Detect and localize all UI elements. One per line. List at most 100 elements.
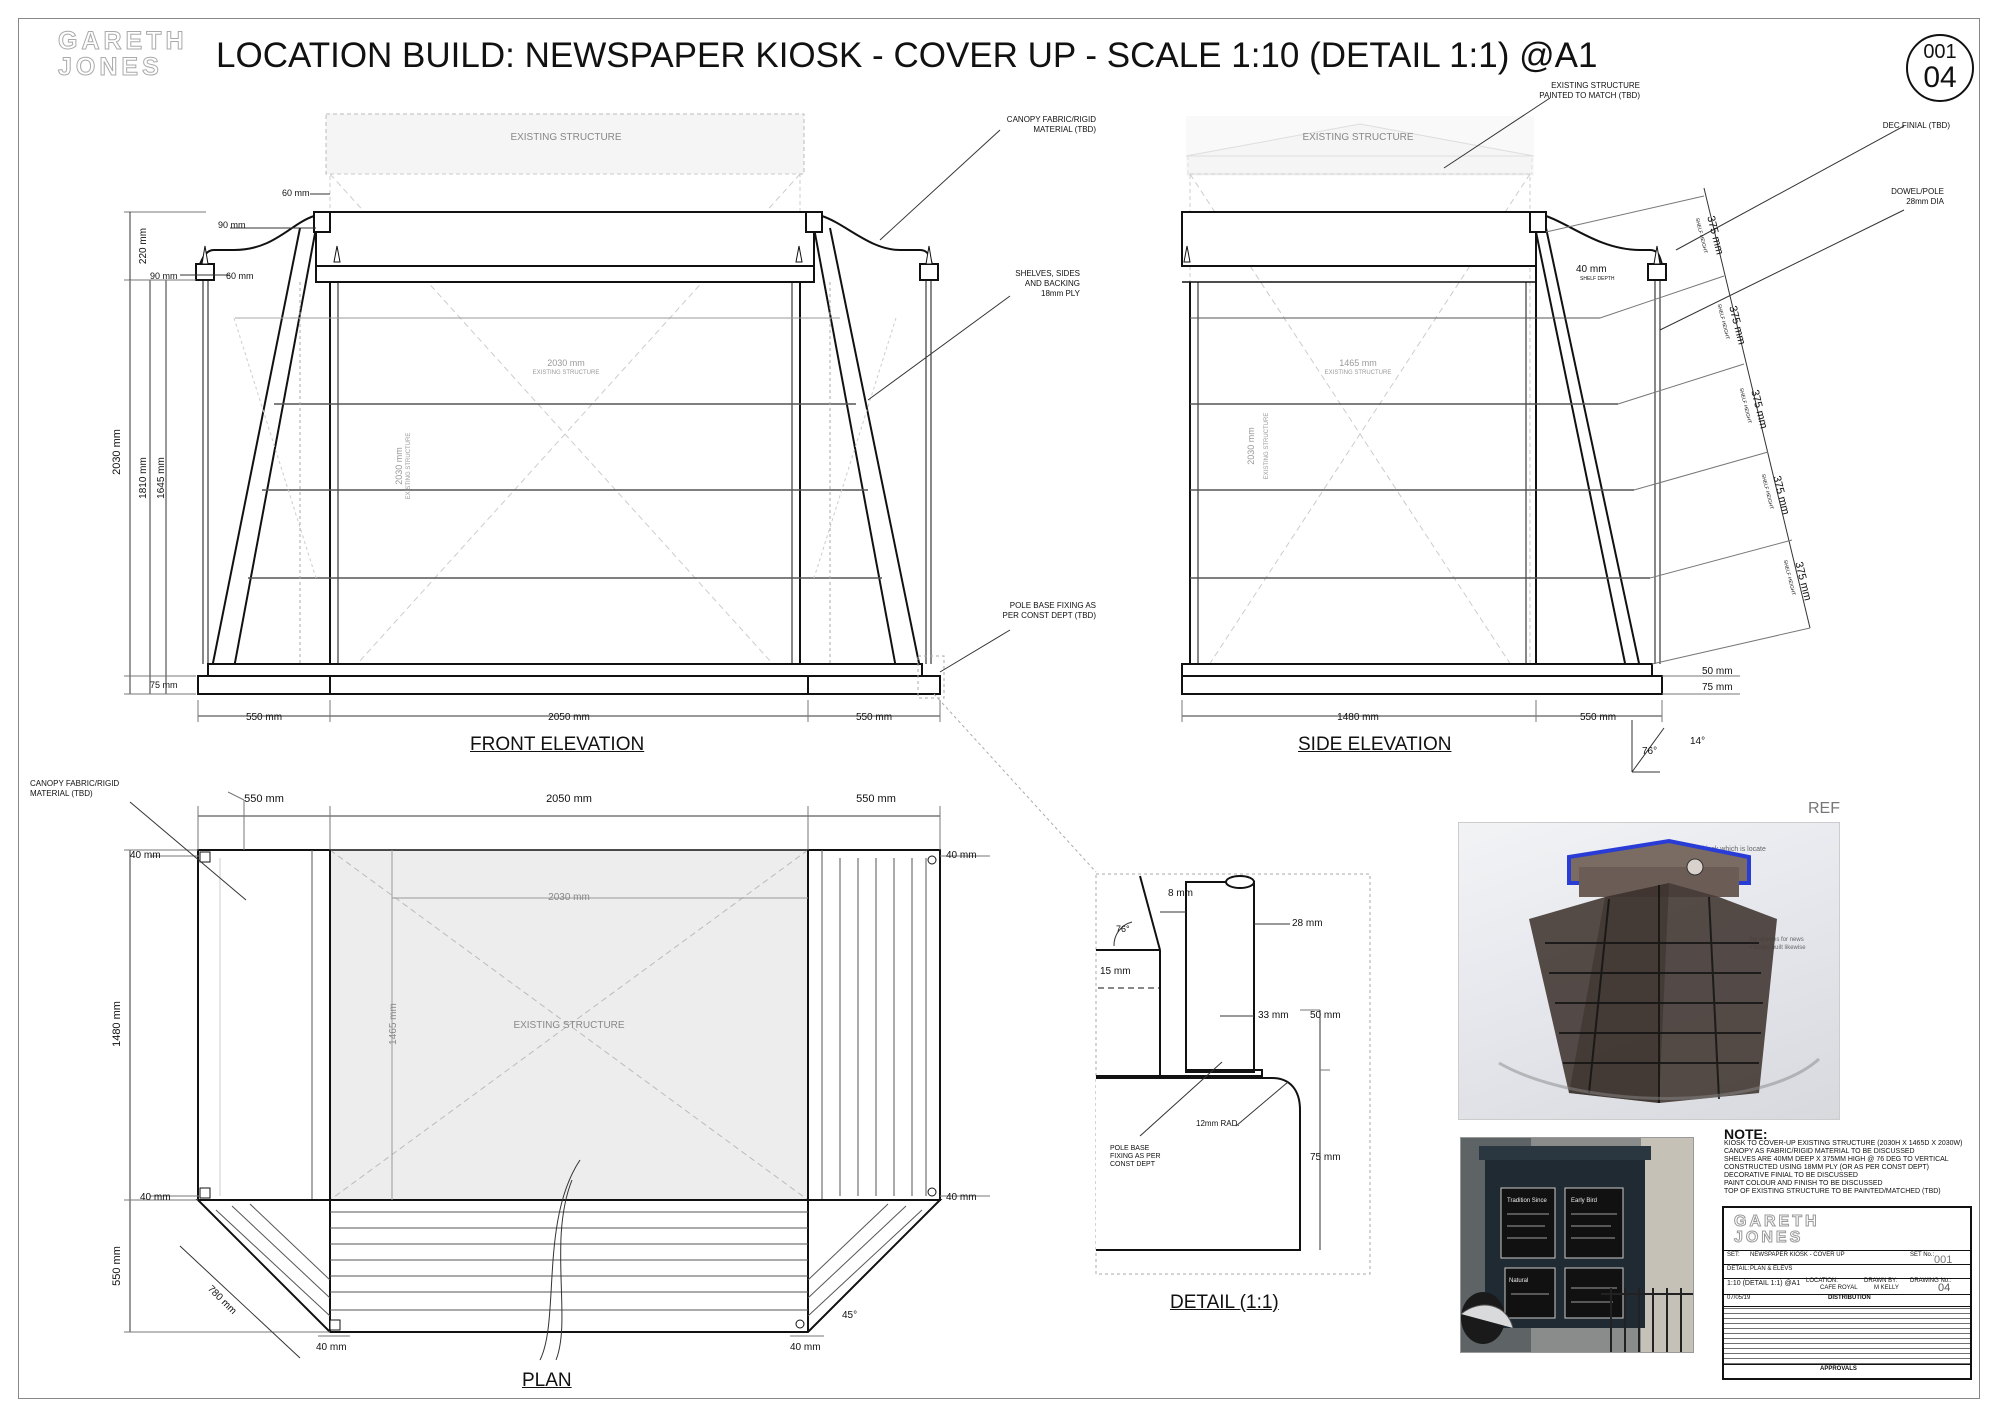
tb-set-value: NEWSPAPER KIOSK - COVER UP — [1750, 1252, 1845, 1258]
callout-pole-line1: POLE BASE FIXING AS — [1010, 601, 1096, 610]
title-block-header: GARETH JONES — [1724, 1208, 1970, 1251]
title-block-approvals-row: APPROVALS — [1724, 1364, 1970, 1377]
plan-canopy-line1: CANOPY FABRIC/RIGID — [30, 779, 119, 788]
title-block-detail-row: DETAIL: PLAN & ELEVS 001 — [1724, 1254, 1970, 1279]
detail-pole-line2: FIXING AS PER — [1110, 1153, 1161, 1160]
tb-set-no-label: SET No.: — [1910, 1252, 1935, 1258]
plan-corner-40-b: 40 mm — [140, 1192, 171, 1203]
note-line: SHELVES ARE 40MM DEEP X 375MM HIGH @ 76 … — [1724, 1156, 1949, 1163]
plan-corner-40-a: 40 mm — [130, 850, 161, 861]
sign-tradition: Tradition Since — [1507, 1198, 1547, 1204]
tb-location-value: CAFE ROYAL — [1820, 1285, 1858, 1291]
title-block-set-row: SET: NEWSPAPER KIOSK - COVER UP SET No.: — [1724, 1250, 1970, 1265]
dim-90mm-b: 90 mm — [150, 271, 178, 281]
detail-radius: 12mm RAD. — [1196, 1119, 1240, 1128]
detail-dim-8: 8 mm — [1168, 888, 1193, 899]
front-center-sub: EXISTING STRUCTURE — [533, 370, 600, 376]
plan-label: PLAN — [522, 1370, 572, 1391]
side-existing-label: EXISTING STRUCTURE — [1302, 132, 1413, 143]
plan-corner-40-d: 40 mm — [946, 1192, 977, 1203]
dim-60mm: 60 mm — [282, 188, 310, 198]
shelf-dim-2: 375 mm — [1726, 305, 1747, 346]
tb-drawing-no-label: DRAWING No.: — [1910, 1278, 1952, 1284]
detail-pole-line3: CONST DEPT — [1110, 1161, 1156, 1168]
tb-date: 07/05/19 — [1727, 1295, 1751, 1301]
side-center-dim: 1465 mm — [1339, 358, 1377, 368]
shelf-depth-sub: SHELF DEPTH — [1580, 276, 1615, 282]
sheet-drawing-number: 04 — [1923, 61, 1957, 94]
detail-label: DETAIL (1:1) — [1170, 1292, 1279, 1313]
tb-detail-label: DETAIL: — [1727, 1266, 1750, 1272]
callout-shelves-line1: SHELVES, SIDES — [1015, 269, 1080, 278]
dim-75mm-side: 75 mm — [1702, 682, 1733, 693]
plan-inner-2030: 2030 mm — [548, 892, 590, 903]
plan-canopy-line2: MATERIAL (TBD) — [30, 789, 93, 798]
callout-pole-line2: PER CONST DEPT (TBD) — [1003, 611, 1097, 620]
angle-76: 76° — [1642, 746, 1657, 757]
reference-sketch-photo: the top - part of kiosk which is locate … — [1458, 822, 1840, 1120]
front-existing-label: EXISTING STRUCTURE — [510, 132, 621, 143]
dim-50mm: 50 mm — [1702, 666, 1733, 677]
dim-550mm-side: 550 mm — [1580, 712, 1616, 723]
detail-dim-28: 28 mm — [1292, 918, 1323, 929]
detail-view — [1095, 873, 1371, 1275]
detail-dim-75: 75 mm — [1310, 1152, 1341, 1163]
tb-drawing-no: 04 — [1938, 1282, 1951, 1294]
shelf-depth-dim: 40 mm — [1576, 264, 1607, 275]
side-vert-sub: EXISTING STRUCTURE — [1264, 413, 1270, 480]
detail-dim-50: 50 mm — [1310, 1010, 1341, 1021]
plan-dim-550-vert: 550 mm — [111, 1246, 123, 1286]
callout-dowel-line2: 28mm DIA — [1906, 197, 1944, 206]
note-line: KIOSK TO COVER-UP EXISTING STRUCTURE (20… — [1724, 1140, 1963, 1147]
front-vert-sub: EXISTING STRUCTURE — [406, 433, 412, 500]
plan-dim-2050: 2050 mm — [546, 793, 592, 805]
drawing-title: LOCATION BUILD: NEWSPAPER KIOSK - COVER … — [216, 36, 1598, 75]
plan-view — [124, 791, 990, 1361]
plan-dim-550-left: 550 mm — [244, 793, 284, 805]
plan-dim-780: 780 mm — [205, 1284, 238, 1317]
note-line: CANOPY AS FABRIC/RIGID MATERIAL TO BE DI… — [1724, 1148, 1915, 1155]
dim-220mm: 220 mm — [138, 228, 149, 264]
plan-corner-40-c: 40 mm — [946, 850, 977, 861]
callout-canopy-line1: CANOPY FABRIC/RIGID — [1007, 115, 1096, 124]
notes-block: NOTE: KIOSK TO COVER-UP EXISTING STRUCTU… — [1724, 1127, 1984, 1196]
front-center-dim: 2030 mm — [547, 358, 585, 368]
side-elevation — [1181, 97, 1905, 773]
dim-1645mm: 1645 mm — [156, 457, 167, 499]
sign-early-bird: Early Bird — [1571, 1198, 1597, 1204]
detail-dim-15: 15 mm — [1100, 966, 1131, 977]
dim-2030mm: 2030 mm — [111, 429, 123, 475]
note-line: PAINT COLOUR AND FINISH TO BE DISCUSSED — [1724, 1180, 1883, 1187]
note-line: TOP OF EXISTING STRUCTURE TO BE PAINTED/… — [1724, 1188, 1941, 1195]
detail-pole-line1: POLE BASE — [1110, 1145, 1150, 1152]
plan-corner-40-f: 40 mm — [790, 1342, 821, 1353]
dim-2050mm: 2050 mm — [548, 712, 590, 723]
callout-existing-line2: PAINTED TO MATCH (TBD) — [1539, 91, 1640, 100]
note-line: CONSTRUCTED USING 18MM PLY (OR AS PER CO… — [1724, 1164, 1929, 1171]
kiosk-photo-image: Tradition Since Early Bird Natural — [1461, 1138, 1693, 1352]
tb-approvals: APPROVALS — [1820, 1366, 1857, 1372]
reference-kiosk-photo: Tradition Since Early Bird Natural — [1460, 1137, 1694, 1353]
front-vert-dim: 2030 mm — [394, 447, 404, 485]
tb-distribution: DISTRIBUTION — [1828, 1295, 1871, 1301]
sign-natural: Natural — [1509, 1278, 1528, 1284]
plan-corner-40-e: 40 mm — [316, 1342, 347, 1353]
title-block-scale-row: 1:10 (DETAIL 1:1) @A1 LOCATION: CAFE ROY… — [1724, 1278, 1970, 1295]
callout-finial: DEC FINIAL (TBD) — [1883, 121, 1951, 130]
tb-distribution-grid — [1724, 1306, 1970, 1364]
callout-shelves-line2: AND BACKING — [1025, 279, 1080, 288]
plan-angle-45: 45° — [842, 1310, 857, 1321]
callout-existing-line1: EXISTING STRUCTURE — [1551, 81, 1640, 90]
dim-60mm-b: 60 mm — [226, 271, 254, 281]
title-block: GARETH JONES SET: NEWSPAPER KIOSK - COVE… — [1722, 1206, 1972, 1380]
dim-1810mm: 1810 mm — [138, 457, 149, 499]
dim-90mm-a: 90 mm — [218, 220, 246, 230]
side-vert-dim: 2030 mm — [1246, 427, 1256, 465]
callout-canopy-line2: MATERIAL (TBD) — [1033, 125, 1096, 134]
front-existing-roof — [325, 113, 805, 175]
dim-550mm-left: 550 mm — [246, 712, 282, 723]
tb-drawn-value: M KELLY — [1874, 1285, 1899, 1291]
tb-scale: 1:10 (DETAIL 1:1) @A1 — [1727, 1280, 1801, 1287]
gareth-jones-logo: GARETH JONES — [58, 27, 188, 81]
